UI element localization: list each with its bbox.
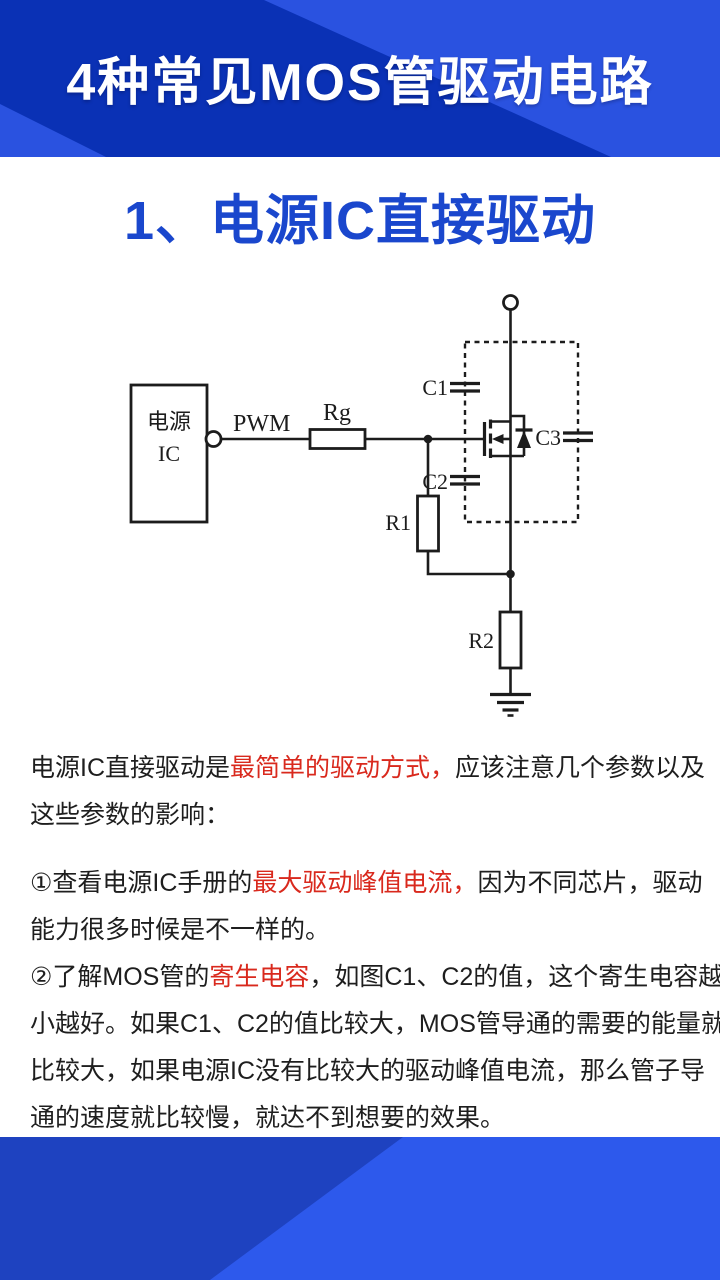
paragraph-point-2: ②了解MOS管的寄生电容，如图C1、C2的值，这个寄生电容越 小越好。如果C1、… [30,954,720,1142]
circuit-diagram: 电源 IC PWM Rg C1 C2 C3 [129,294,593,717]
page-title: 4种常见MOS管驱动电路 [66,54,654,112]
power-ic-box [129,383,209,524]
text-segment: ①查看电源IC手册的 [30,869,253,897]
power-ic-block: 电源 IC [129,383,223,524]
pwm-output-terminal-node [204,430,223,448]
body-text: 电源IC直接驱动是最简单的驱动方式，应该注意几个参数以及 这些参数的影响： ①查… [30,745,720,1142]
power-ic-label-line2: IC [158,441,180,466]
text-segment: 通的速度就比较慢，就达不到想要的效果。 [30,1104,506,1132]
r1-label: R1 [385,510,411,535]
highlight-parasitic-capacitance: 寄生电容 [209,963,310,991]
text-line: 电源IC直接驱动是最简单的驱动方式，应该注意几个参数以及 [30,745,705,792]
text-line: 能力很多时候是不一样的。 [30,907,694,954]
highlight-simplest-drive: 最简单的驱动方式， [230,754,456,782]
c3-capacitor: C3 [535,425,593,450]
text-segment: ②了解MOS管的 [30,963,210,991]
text-line: 这些参数的影响： [30,792,694,839]
text-line: ②了解MOS管的寄生电容，如图C1、C2的值，这个寄生电容越 [30,954,720,1001]
r1-resistor: R1 [385,494,440,553]
text-segment: 这些参数的影响： [30,801,231,829]
header-diagonal-accent-left [0,104,106,157]
text-segment: 比较大，如果电源IC没有比较大的驱动峰值电流，那么管子导 [30,1057,706,1085]
r2-label: R2 [468,628,494,653]
text-segment: 能力很多时候是不一样的。 [30,916,331,944]
rg-label: Rg [323,400,351,426]
pwm-label: PWM [233,411,290,437]
text-line: ①查看电源IC手册的最大驱动峰值电流，因为不同芯片，驱动 [30,860,702,907]
mosfet-body-diode [510,414,533,456]
rg-resistor: Rg [308,400,367,450]
mosfet-body-arrow-head [492,434,504,444]
c2-capacitor: C2 [422,469,480,494]
gate-junction-dot [423,434,433,444]
body-diode-triangle [517,430,531,448]
c1-capacitor: C1 [422,375,480,400]
text-segment: ，如图C1、C2的值，这个寄生电容越 [309,963,720,991]
c1-label: C1 [422,375,448,400]
r2-resistor-body [498,610,523,670]
header-diagonal-accent-right [264,0,720,157]
r2-resistor: R2 [468,610,523,670]
text-segment: 因为不同芯片，驱动 [477,869,703,897]
text-line: 小越好。如果C1、C2的值比较大，MOS管导通的需要的能量就 [30,1001,720,1048]
text-line: 通的速度就比较慢，就达不到想要的效果。 [30,1095,694,1142]
mosfet-symbol [482,414,533,458]
r1-bottom-wire [426,551,511,576]
header-banner: 4种常见MOS管驱动电路 [0,0,720,157]
source-junction-dot [506,569,515,579]
parasitic-capacitance-dashed-box [463,340,580,524]
text-segment: 小越好。如果C1、C2的值比较大，MOS管导通的需要的能量就 [30,1010,720,1038]
highlight-peak-drive-current: 最大驱动峰值电流， [252,869,478,897]
text-line: 比较大，如果电源IC没有比较大的驱动峰值电流，那么管子导 [30,1048,705,1095]
header-background [0,0,720,157]
ground-symbol [490,692,531,717]
footer-banner [0,1137,720,1280]
c3-label: C3 [535,425,561,450]
paragraph-intro: 电源IC直接驱动是最简单的驱动方式，应该注意几个参数以及 这些参数的影响： [30,745,705,839]
footer-diagonal-accent [210,1137,720,1280]
r1-resistor-body [416,494,440,553]
text-segment: 应该注意几个参数以及 [455,754,706,782]
text-segment: 电源IC直接驱动是 [30,754,231,782]
power-ic-label-line1: 电源 [147,409,191,434]
c2-label: C2 [422,469,448,494]
section-title: 1、电源IC直接驱动 [123,191,597,251]
paragraph-point-1: ①查看电源IC手册的最大驱动峰值电流，因为不同芯片，驱动 能力很多时候是不一样的… [30,860,702,954]
rg-resistor-body [308,428,367,450]
footer-background [0,1137,720,1280]
drain-terminal-node [502,294,519,311]
